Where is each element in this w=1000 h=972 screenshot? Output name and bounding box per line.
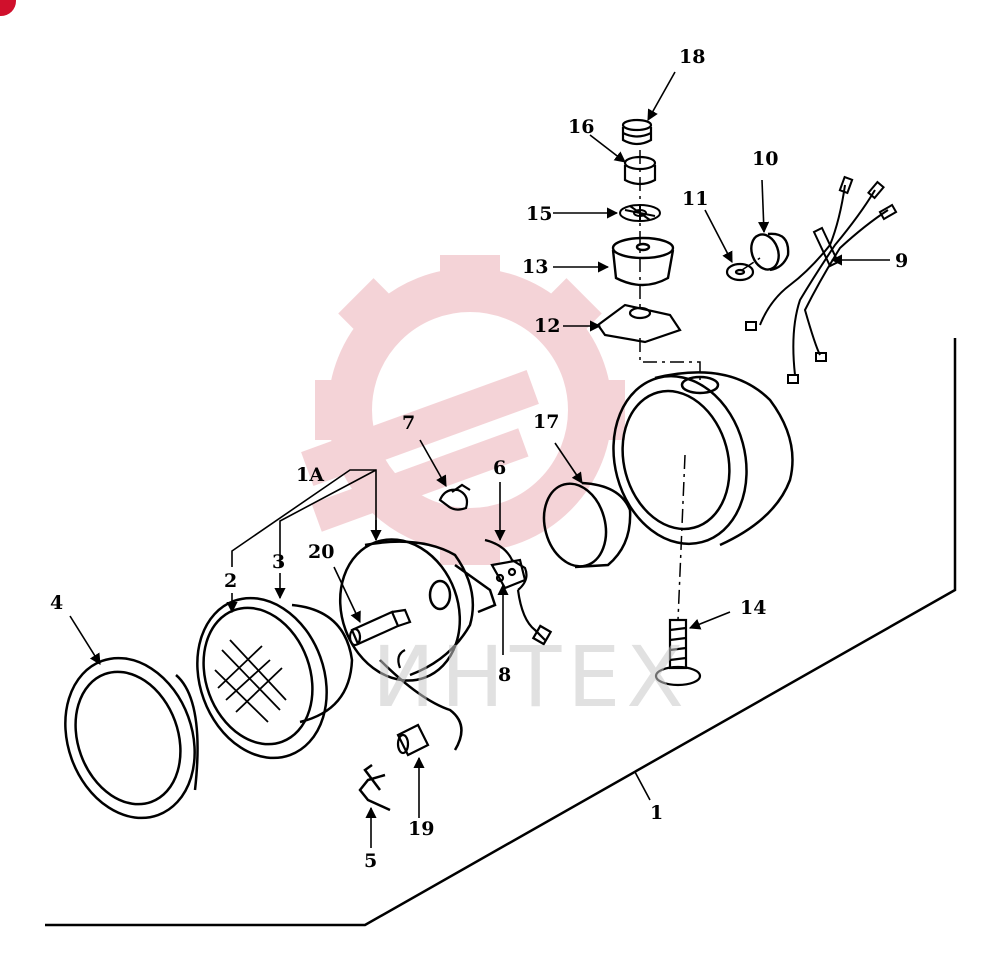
wire-grommet-part [750,232,790,272]
bulb-socket-part [348,608,412,669]
callout-19: 19 [408,818,435,840]
lamp-housing-part [612,371,794,547]
callout-9: 9 [895,250,909,272]
adapter-ring-part [542,481,632,569]
sealed-beam-lamp-part [196,596,354,760]
callout-5: 5 [364,850,378,872]
callout-10: 10 [752,148,779,170]
callout-1a: 1A [296,464,324,486]
callout-16: 16 [568,116,595,138]
grommet-part [621,118,653,146]
wiring-harness-part [745,175,898,384]
watermark-gear-logo-icon [301,255,625,565]
callout-6: 6 [493,457,507,479]
callout-18: 18 [679,46,706,68]
callout-14: 14 [740,597,767,619]
lamp-body-part [338,538,497,751]
spring-clip-part [358,763,391,812]
callout-7: 7 [402,412,416,434]
centerlines [639,150,761,621]
callout-1: 1 [650,802,664,824]
mounting-pad-part [596,303,682,344]
connector-bracket-part [484,538,553,646]
callout-2: 2 [224,570,238,592]
flat-washer-part [725,262,755,282]
callout-4: 4 [50,592,64,614]
assembly-boundary-line [45,338,957,927]
leader-lines [69,71,890,848]
bulb-part [396,723,430,757]
callout-20: 20 [308,541,335,563]
callout-17: 17 [533,411,560,433]
callout-15: 15 [526,203,553,225]
callout-12: 12 [534,315,561,337]
watermark-text: ИНТЕХ [372,628,690,726]
retaining-ring-part [64,656,199,820]
callout-13: 13 [522,256,549,278]
callout-11: 11 [682,188,709,210]
callout-8: 8 [498,664,512,686]
cable-clip-part [438,483,471,511]
callout-3: 3 [272,551,286,573]
rubber-cushion-part [611,236,675,287]
